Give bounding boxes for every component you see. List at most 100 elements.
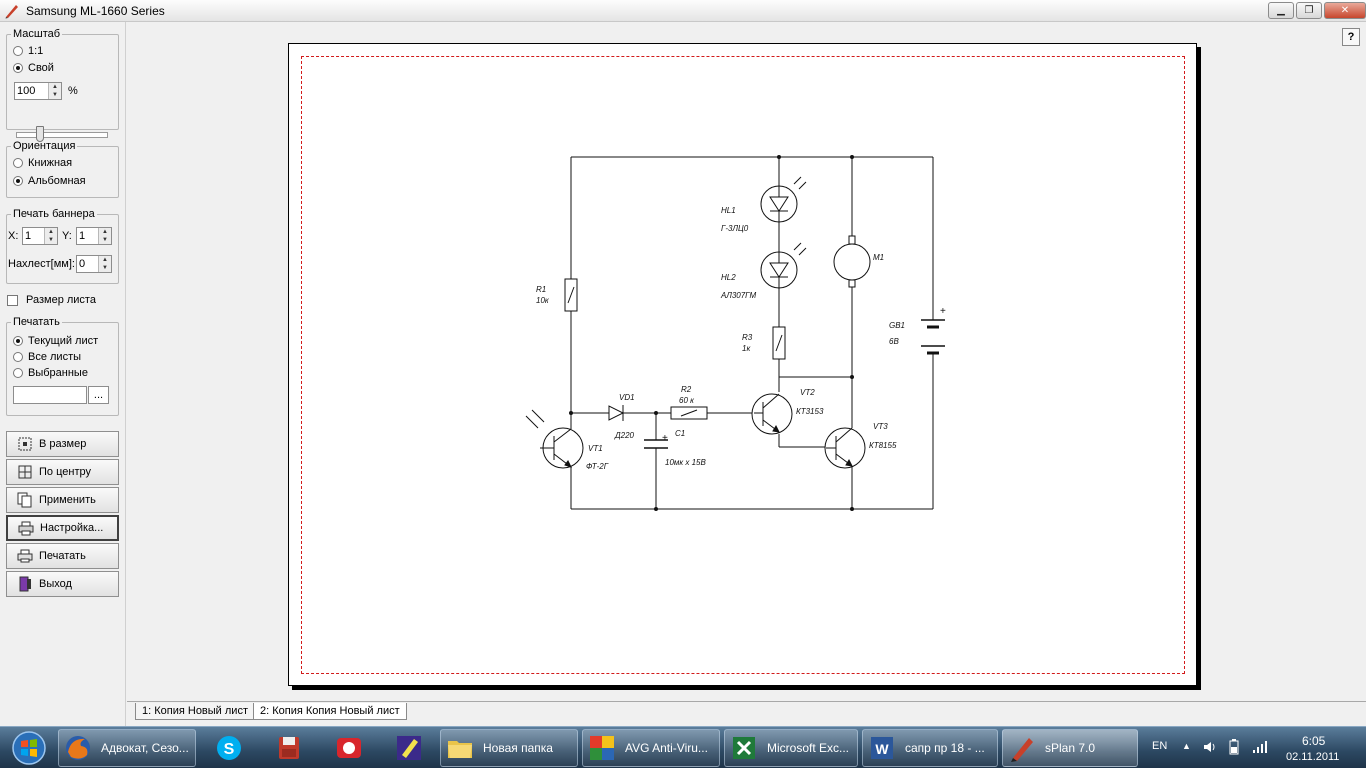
save-disk-icon: [279, 737, 299, 759]
resistor-r3: [772, 326, 786, 360]
exit-button[interactable]: Выход: [6, 571, 119, 597]
print-all-sheets[interactable]: Все листы: [13, 351, 81, 363]
spin-arrows-icon[interactable]: ▲▼: [98, 256, 111, 272]
fit-to-size-button[interactable]: В размер: [6, 431, 119, 457]
taskbar-word[interactable]: W сапр пр 18 - ...: [862, 729, 998, 767]
vt3-type-label: КТ8155: [869, 441, 897, 450]
fit-to-size-label: В размер: [39, 438, 87, 450]
language-indicator[interactable]: EN: [1152, 740, 1168, 752]
orientation-option-label: Альбомная: [28, 175, 86, 187]
taskbar-save[interactable]: [262, 729, 316, 767]
c1-value-label: 10мк х 15В: [665, 458, 707, 467]
radio-checked-icon: [13, 63, 23, 73]
radio-checked-icon: [13, 176, 23, 186]
orientation-option-label: Книжная: [28, 157, 73, 169]
vt3-label: VT3: [873, 422, 888, 431]
orientation-landscape[interactable]: Альбомная: [13, 175, 86, 187]
tab-sheet-1[interactable]: 1: Копия Новый лист: [135, 703, 255, 720]
banner-legend: Печать баннера: [13, 208, 95, 220]
taskbar-firefox[interactable]: Адвокат, Сезо...: [58, 729, 196, 767]
taskbar-pencil-app[interactable]: [382, 729, 436, 767]
r2-value-label: 60 к: [679, 396, 695, 405]
apply-button[interactable]: Применить: [6, 487, 119, 513]
help-button[interactable]: ?: [1342, 28, 1360, 46]
spin-arrows-icon[interactable]: ▲▼: [44, 228, 57, 244]
scale-option-custom[interactable]: Свой: [13, 62, 54, 74]
motor-m1: [833, 235, 871, 288]
vd1-type-label: Д220: [614, 431, 635, 440]
setup-button[interactable]: Настройка...: [6, 515, 119, 541]
print-preview-page: HL1 Г-3ЛЦ0 HL2 АЛ307ГМ R3 1к M1 GB1 6В +…: [288, 43, 1197, 686]
splan-pencil-icon: [5, 5, 18, 19]
exit-door-icon: [19, 576, 31, 592]
clock-date[interactable]: 02.11.2011: [1286, 751, 1340, 763]
show-hidden-icons-icon[interactable]: ▲: [1182, 741, 1191, 751]
scale-slider-thumb[interactable]: [36, 126, 44, 142]
banner-x-label: X:: [8, 230, 19, 242]
scale-option-1-1[interactable]: 1:1: [13, 45, 43, 57]
fit-size-icon: [18, 437, 32, 451]
overlap-label: Нахлест[мм]:: [8, 258, 75, 270]
radio-checked-icon: [13, 336, 23, 346]
scale-input[interactable]: 100 ▲▼: [14, 82, 62, 100]
taskbar-item-label: Новая папка: [483, 741, 553, 755]
banner-x-value: 1: [25, 230, 32, 242]
center-button[interactable]: По центру: [6, 459, 119, 485]
print-current-sheet[interactable]: Текущий лист: [13, 335, 98, 347]
minimize-button[interactable]: ▁: [1268, 2, 1294, 19]
taskbar-item-label: AVG Anti-Viru...: [625, 741, 708, 755]
diode-vd1: [608, 405, 629, 421]
selected-sheets-input[interactable]: [13, 386, 87, 404]
sheet-size-checkbox[interactable]: Размер листа: [7, 294, 96, 306]
r3-label: R3: [742, 333, 753, 342]
battery-power-icon[interactable]: [1227, 739, 1241, 755]
vd1-label: VD1: [619, 393, 635, 402]
center-icon: [18, 465, 32, 479]
skype-icon: S: [217, 736, 241, 760]
excel-icon: [733, 737, 755, 759]
svg-text:S: S: [224, 741, 235, 758]
taskbar-recorder[interactable]: [322, 729, 376, 767]
print-button[interactable]: Печатать: [6, 543, 119, 569]
checkbox-icon: [7, 294, 18, 306]
taskbar-splan[interactable]: sPlan 7.0: [1002, 729, 1138, 767]
taskbar-excel[interactable]: Microsoft Exc...: [724, 729, 858, 767]
banner-y-label: Y:: [62, 230, 72, 242]
close-button[interactable]: ✕: [1324, 2, 1366, 19]
print-selected-sheets[interactable]: Выбранные: [13, 367, 88, 379]
tab-sheet-2[interactable]: 2: Копия Копия Новый лист: [253, 703, 407, 720]
led-hl1: [760, 176, 807, 223]
center-label: По центру: [39, 466, 91, 478]
orientation-portrait[interactable]: Книжная: [13, 157, 72, 169]
maximize-button[interactable]: ❐: [1296, 2, 1322, 19]
printer-setup-icon: [18, 521, 34, 536]
radio-icon: [13, 46, 23, 56]
banner-y-input[interactable]: 1 ▲▼: [76, 227, 112, 245]
m1-label: M1: [873, 253, 884, 262]
window-title: Samsung ML-1660 Series: [26, 4, 165, 18]
windows-start-icon[interactable]: [6, 729, 52, 767]
taskbar-item-label: sPlan 7.0: [1045, 741, 1096, 755]
print-label: Печатать: [39, 550, 86, 562]
overlap-input[interactable]: 0 ▲▼: [76, 255, 112, 273]
banner-y-value: 1: [79, 230, 86, 242]
hl1-label: HL1: [721, 206, 736, 215]
title-bar: Samsung ML-1660 Series ▁ ❐ ✕: [0, 0, 1366, 22]
browse-sheets-button[interactable]: ...: [88, 386, 109, 404]
scale-option-label: Свой: [28, 62, 54, 74]
spin-arrows-icon[interactable]: ▲▼: [48, 83, 61, 99]
clock-time[interactable]: 6:05: [1302, 734, 1326, 748]
taskbar-skype[interactable]: S: [202, 729, 256, 767]
scale-legend: Масштаб: [13, 28, 61, 40]
spin-arrows-icon[interactable]: ▲▼: [98, 228, 111, 244]
r3-value-label: 1к: [742, 344, 751, 353]
taskbar-avg[interactable]: AVG Anti-Viru...: [582, 729, 720, 767]
scale-group: Масштаб: [6, 28, 119, 130]
banner-x-input[interactable]: 1 ▲▼: [22, 227, 58, 245]
resistor-r2: [670, 406, 708, 420]
network-signal-icon[interactable]: [1252, 740, 1268, 754]
speaker-icon[interactable]: [1203, 740, 1217, 754]
word-icon: W: [871, 737, 893, 759]
taskbar-folder[interactable]: Новая папка: [440, 729, 578, 767]
scale-slider-track[interactable]: [16, 132, 108, 138]
